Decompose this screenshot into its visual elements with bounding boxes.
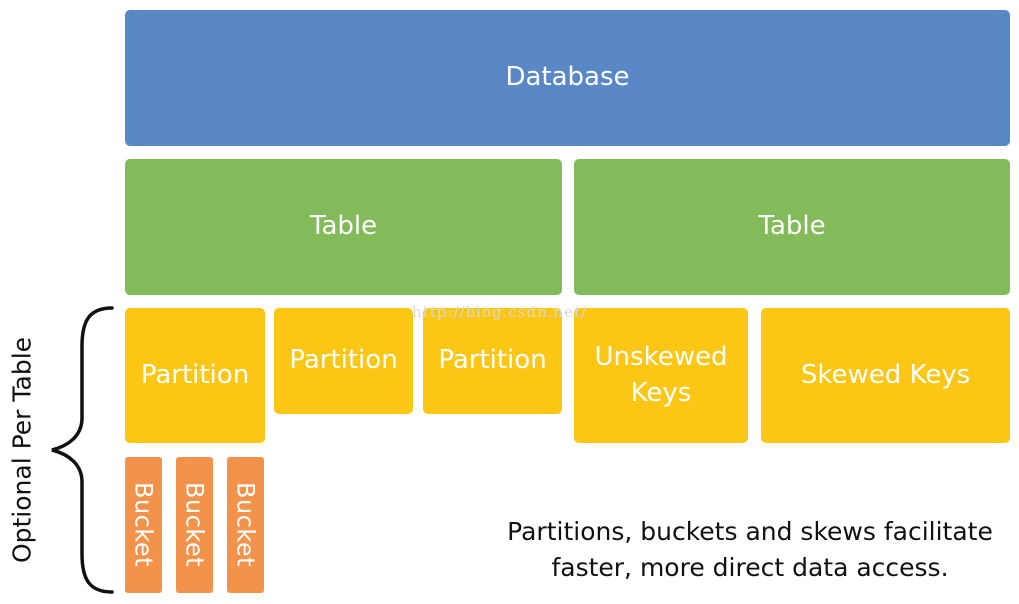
- optional-per-table-label: Optional Per Table: [7, 336, 37, 564]
- unskewed-keys-label: Unskewed Keys: [594, 342, 728, 408]
- unskewed-keys-box: Unskewed Keys: [574, 308, 748, 443]
- partition-box: Partition: [423, 308, 562, 414]
- bucket-label: Bucket: [129, 482, 158, 568]
- skewed-keys-label: Skewed Keys: [800, 359, 971, 390]
- table-label: Table: [309, 211, 378, 242]
- table-label: Table: [758, 211, 826, 242]
- bucket-box: Bucket: [176, 457, 213, 593]
- partition-box: Partition: [125, 308, 265, 443]
- curly-brace-icon: [51, 306, 114, 594]
- partition-label: Partition: [140, 359, 250, 390]
- database-label: Database: [505, 62, 630, 93]
- caption-line-2: faster, more direct data access.: [551, 552, 949, 582]
- bucket-label: Bucket: [180, 482, 209, 568]
- partition-label: Partition: [289, 345, 398, 376]
- watermark: http://blog.csdn.net/: [412, 303, 588, 321]
- caption-line-1: Partitions, buckets and skews facilitate: [507, 517, 993, 546]
- skewed-keys-box: Skewed Keys: [761, 308, 1010, 443]
- database-box: Database: [125, 10, 1010, 146]
- caption: Partitions, buckets and skews facilitate…: [490, 514, 1010, 585]
- bucket-box: Bucket: [125, 457, 162, 593]
- bucket-label: Bucket: [231, 482, 260, 568]
- bucket-box: Bucket: [227, 457, 264, 593]
- table-box: Table: [574, 159, 1010, 295]
- partition-box: Partition: [274, 308, 413, 414]
- partition-label: Partition: [438, 345, 547, 376]
- table-box: Table: [125, 159, 562, 295]
